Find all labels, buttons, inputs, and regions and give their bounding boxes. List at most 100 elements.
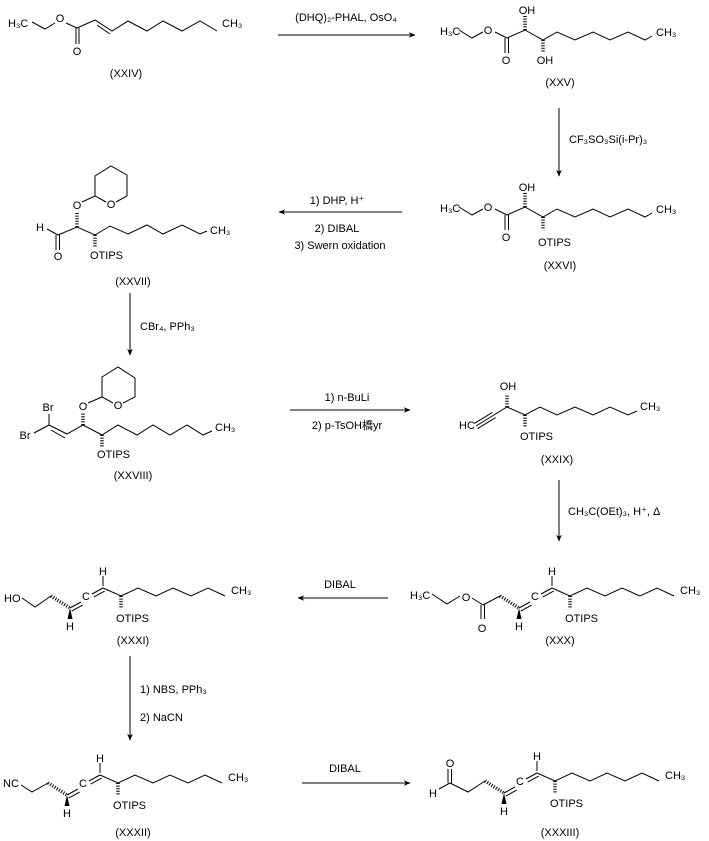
methyl-group: CH₃ <box>228 772 248 784</box>
reagent-text: CH₃C(OEt)₃, H⁺, Δ <box>568 506 661 518</box>
ethyl-bond <box>431 593 461 605</box>
triple-bond <box>477 417 496 430</box>
hydroxyl-group: OH <box>519 182 536 194</box>
reagent-text: CBr₄, PPh₃ <box>140 321 195 333</box>
atom-o: O <box>54 251 63 263</box>
compound-xxxiii: O H H C H OTIPS CH₃ (XXXIII) <box>429 751 685 839</box>
atom-c: C <box>531 591 539 603</box>
triple-bond <box>474 411 493 424</box>
compound-xxxii: NC H C H OTIPS CH₃ (XXXII) <box>3 753 248 839</box>
atom-c: C <box>516 776 524 788</box>
atom-o: O <box>502 232 511 244</box>
alkyl-chain <box>506 29 653 41</box>
compound-xxvi: H₃C O O OH OTIPS CH₃ (XXVI) <box>440 182 676 272</box>
ethyl-bond <box>458 206 484 216</box>
bond <box>87 396 103 404</box>
reagent-text: 1) NBS, PPh₃ <box>140 684 207 696</box>
alkyl-chain <box>99 774 223 784</box>
atom-o: O <box>484 25 493 37</box>
methyl-group: CH₃ <box>656 27 676 39</box>
ethyl-bond <box>31 21 56 30</box>
methyl-group: CH₃ <box>656 204 676 216</box>
terminal-alkyne-ch: HC <box>459 420 475 432</box>
bond <box>81 195 96 203</box>
hashed-bond <box>484 779 505 795</box>
atom-h: H <box>548 566 556 578</box>
double-bond <box>91 587 104 595</box>
atom-c: C <box>82 591 90 603</box>
double-bond <box>520 604 532 612</box>
hydroxyl-group: OH <box>500 381 517 393</box>
methyl-group: CH₃ <box>680 585 700 597</box>
compound-xxviii: Br Br O O OTIPS CH₃ (XXVIII) <box>20 366 235 482</box>
atom-br: Br <box>20 430 31 442</box>
compound-label: (XXXII) <box>115 827 150 839</box>
compound-label: (XXXI) <box>117 635 149 647</box>
bond <box>33 424 50 434</box>
bond <box>494 31 508 39</box>
hydroxyl-group: OH <box>537 55 554 67</box>
reagent-text: 2) DIBAL <box>315 223 360 235</box>
hydroxyl-group: OH <box>519 5 536 17</box>
methyl-group: CH₃ <box>215 422 235 434</box>
alkyl-chain <box>536 772 660 782</box>
double-bond <box>88 774 101 782</box>
alkyl-chain <box>102 587 226 597</box>
otips-group: OTIPS <box>113 800 146 812</box>
compound-label: (XXV) <box>545 77 574 89</box>
compound-label: (XXVIII) <box>114 470 153 482</box>
bond <box>449 780 486 793</box>
tetrahydropyran-ring <box>94 165 128 203</box>
double-bond <box>527 775 539 783</box>
allene-chain: H C H OTIPS CH₃ <box>499 566 700 633</box>
atom-o: O <box>107 199 116 211</box>
bond <box>21 595 52 608</box>
otips-group: OTIPS <box>90 250 123 262</box>
methyl-group: CH₃ <box>640 401 660 413</box>
compound-xxxi: HO H C H OTIPS CH₃ (XXXI) <box>4 566 251 647</box>
double-bond <box>69 601 82 609</box>
atom-h: H <box>533 751 541 763</box>
reagent-text: DIBAL <box>329 763 361 775</box>
alkyl-chain <box>493 406 638 416</box>
reagent-text: CF₃SO₃Si(i-Pr)₃ <box>569 134 647 146</box>
methyl-group: CH₃ <box>222 18 242 30</box>
bond <box>46 228 59 236</box>
atom-h: H <box>36 222 44 234</box>
methyl-group: H₃C <box>8 18 28 30</box>
bond <box>438 782 451 790</box>
alkyl-chain <box>551 587 675 597</box>
atom-o: O <box>56 13 65 25</box>
double-bond <box>50 429 66 439</box>
double-bond <box>71 604 83 612</box>
compound-xxvii: H O O O OTIPS CH₃ (XXVII) <box>36 165 230 288</box>
methyl-group: CH₃ <box>665 770 685 782</box>
double-bond <box>90 777 102 785</box>
otips-group: OTIPS <box>116 613 149 625</box>
allene-chain: H C H OTIPS CH₃ <box>47 753 248 820</box>
atom-o: O <box>478 623 487 635</box>
ethyl-bond <box>458 29 484 39</box>
compound-xxx: H₃C O O H C H OTIPS CH₃ (XXX) <box>410 566 700 647</box>
double-bond <box>93 590 105 598</box>
atom-o: O <box>446 758 455 770</box>
atom-h: H <box>429 788 437 800</box>
compound-label: (XXIX) <box>541 454 573 466</box>
bond <box>20 782 49 793</box>
atom-h: H <box>63 808 71 820</box>
atom-h: H <box>515 621 523 633</box>
atom-br: Br <box>43 402 54 414</box>
compound-label: (XXVII) <box>115 276 150 288</box>
methyl-group: H₃C <box>440 26 460 38</box>
bond <box>471 597 484 606</box>
otips-group: OTIPS <box>97 449 130 461</box>
double-bond <box>540 587 553 595</box>
otips-group: OTIPS <box>550 798 583 810</box>
compound-label: (XXIV) <box>110 68 142 80</box>
double-bond <box>68 791 80 799</box>
hashed-bond <box>47 781 68 797</box>
nitrile-group: NC <box>3 778 19 790</box>
bond <box>494 208 508 216</box>
atom-o: O <box>73 46 82 58</box>
